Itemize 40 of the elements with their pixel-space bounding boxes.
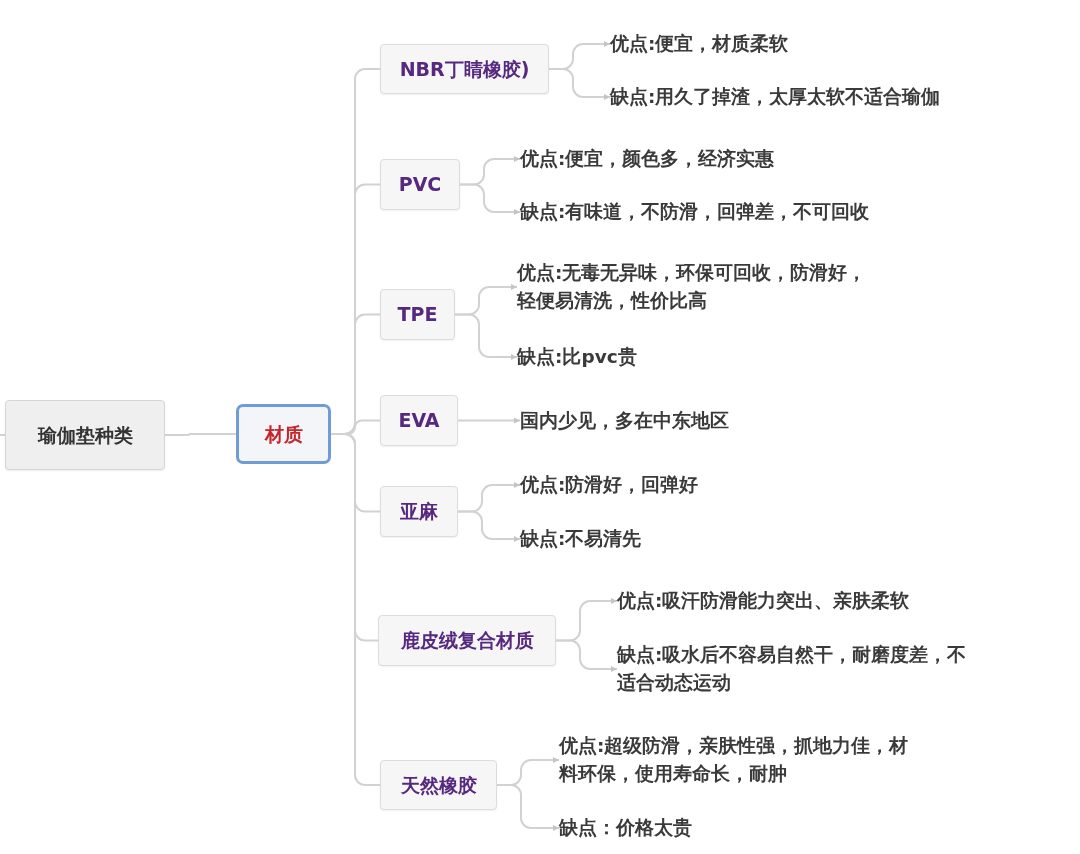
note-text: 优点:便宜，颜色多，经济实惠 xyxy=(520,145,775,173)
note-text: 优点:吸汗防滑能力突出、亲肤柔软 xyxy=(617,587,910,615)
note-text: 国内少见，多在中东地区 xyxy=(520,407,729,435)
topic-label: 瑜伽垫种类 xyxy=(37,423,133,447)
arrow xyxy=(457,417,521,424)
arrow xyxy=(459,183,521,215)
topic-label: NBR丁睛橡胶) xyxy=(399,57,530,81)
topic-label: 鹿皮绒复合材质 xyxy=(400,629,534,652)
note-text: 缺点:不易清先 xyxy=(520,525,642,553)
arrow xyxy=(496,784,560,831)
topic-label: EVA xyxy=(398,409,440,432)
note-text: 优点:便宜，材质柔软 xyxy=(610,30,789,58)
note-text: 缺点：价格太贵 xyxy=(559,814,692,842)
arrow xyxy=(555,639,618,672)
topic-label: TPE xyxy=(397,303,438,326)
topic-label: 天然橡胶 xyxy=(400,773,477,797)
connector-line xyxy=(0,434,6,436)
topic-label: 材质 xyxy=(264,422,303,446)
topic-label: 亚麻 xyxy=(400,500,438,523)
topic-box xyxy=(380,289,455,340)
topic-box xyxy=(380,44,549,94)
arrow xyxy=(457,510,521,542)
arrow xyxy=(454,313,518,360)
selected-topic-box xyxy=(236,404,331,464)
note-text: 缺点:比pvc贵 xyxy=(517,343,637,371)
topic-box xyxy=(380,486,458,537)
topic-box xyxy=(380,760,497,810)
topic-box xyxy=(380,395,458,446)
topic-box xyxy=(380,159,460,210)
topic-box xyxy=(378,615,556,666)
connector-line xyxy=(164,433,237,436)
root-topic-box xyxy=(5,400,165,470)
note-text: 优点:超级防滑，亲肤性强，抓地力佳，材料环保，使用寿命长，耐肿 xyxy=(559,732,915,788)
topic-label: PVC xyxy=(398,173,442,196)
note-text: 优点:无毒无异味，环保可回收，防滑好，轻便易清洗，性价比高 xyxy=(517,259,873,315)
arrow xyxy=(548,68,611,100)
note-text: 缺点:吸水后不容易自然干，耐磨度差，不适合动态运动 xyxy=(617,641,973,697)
note-text: 优点:防滑好，回弹好 xyxy=(520,471,699,499)
note-text: 缺点:用久了掉渣，太厚太软不适合瑜伽 xyxy=(610,83,941,111)
note-text: 缺点:有味道，不防滑，回弹差，不可回收 xyxy=(520,198,870,226)
